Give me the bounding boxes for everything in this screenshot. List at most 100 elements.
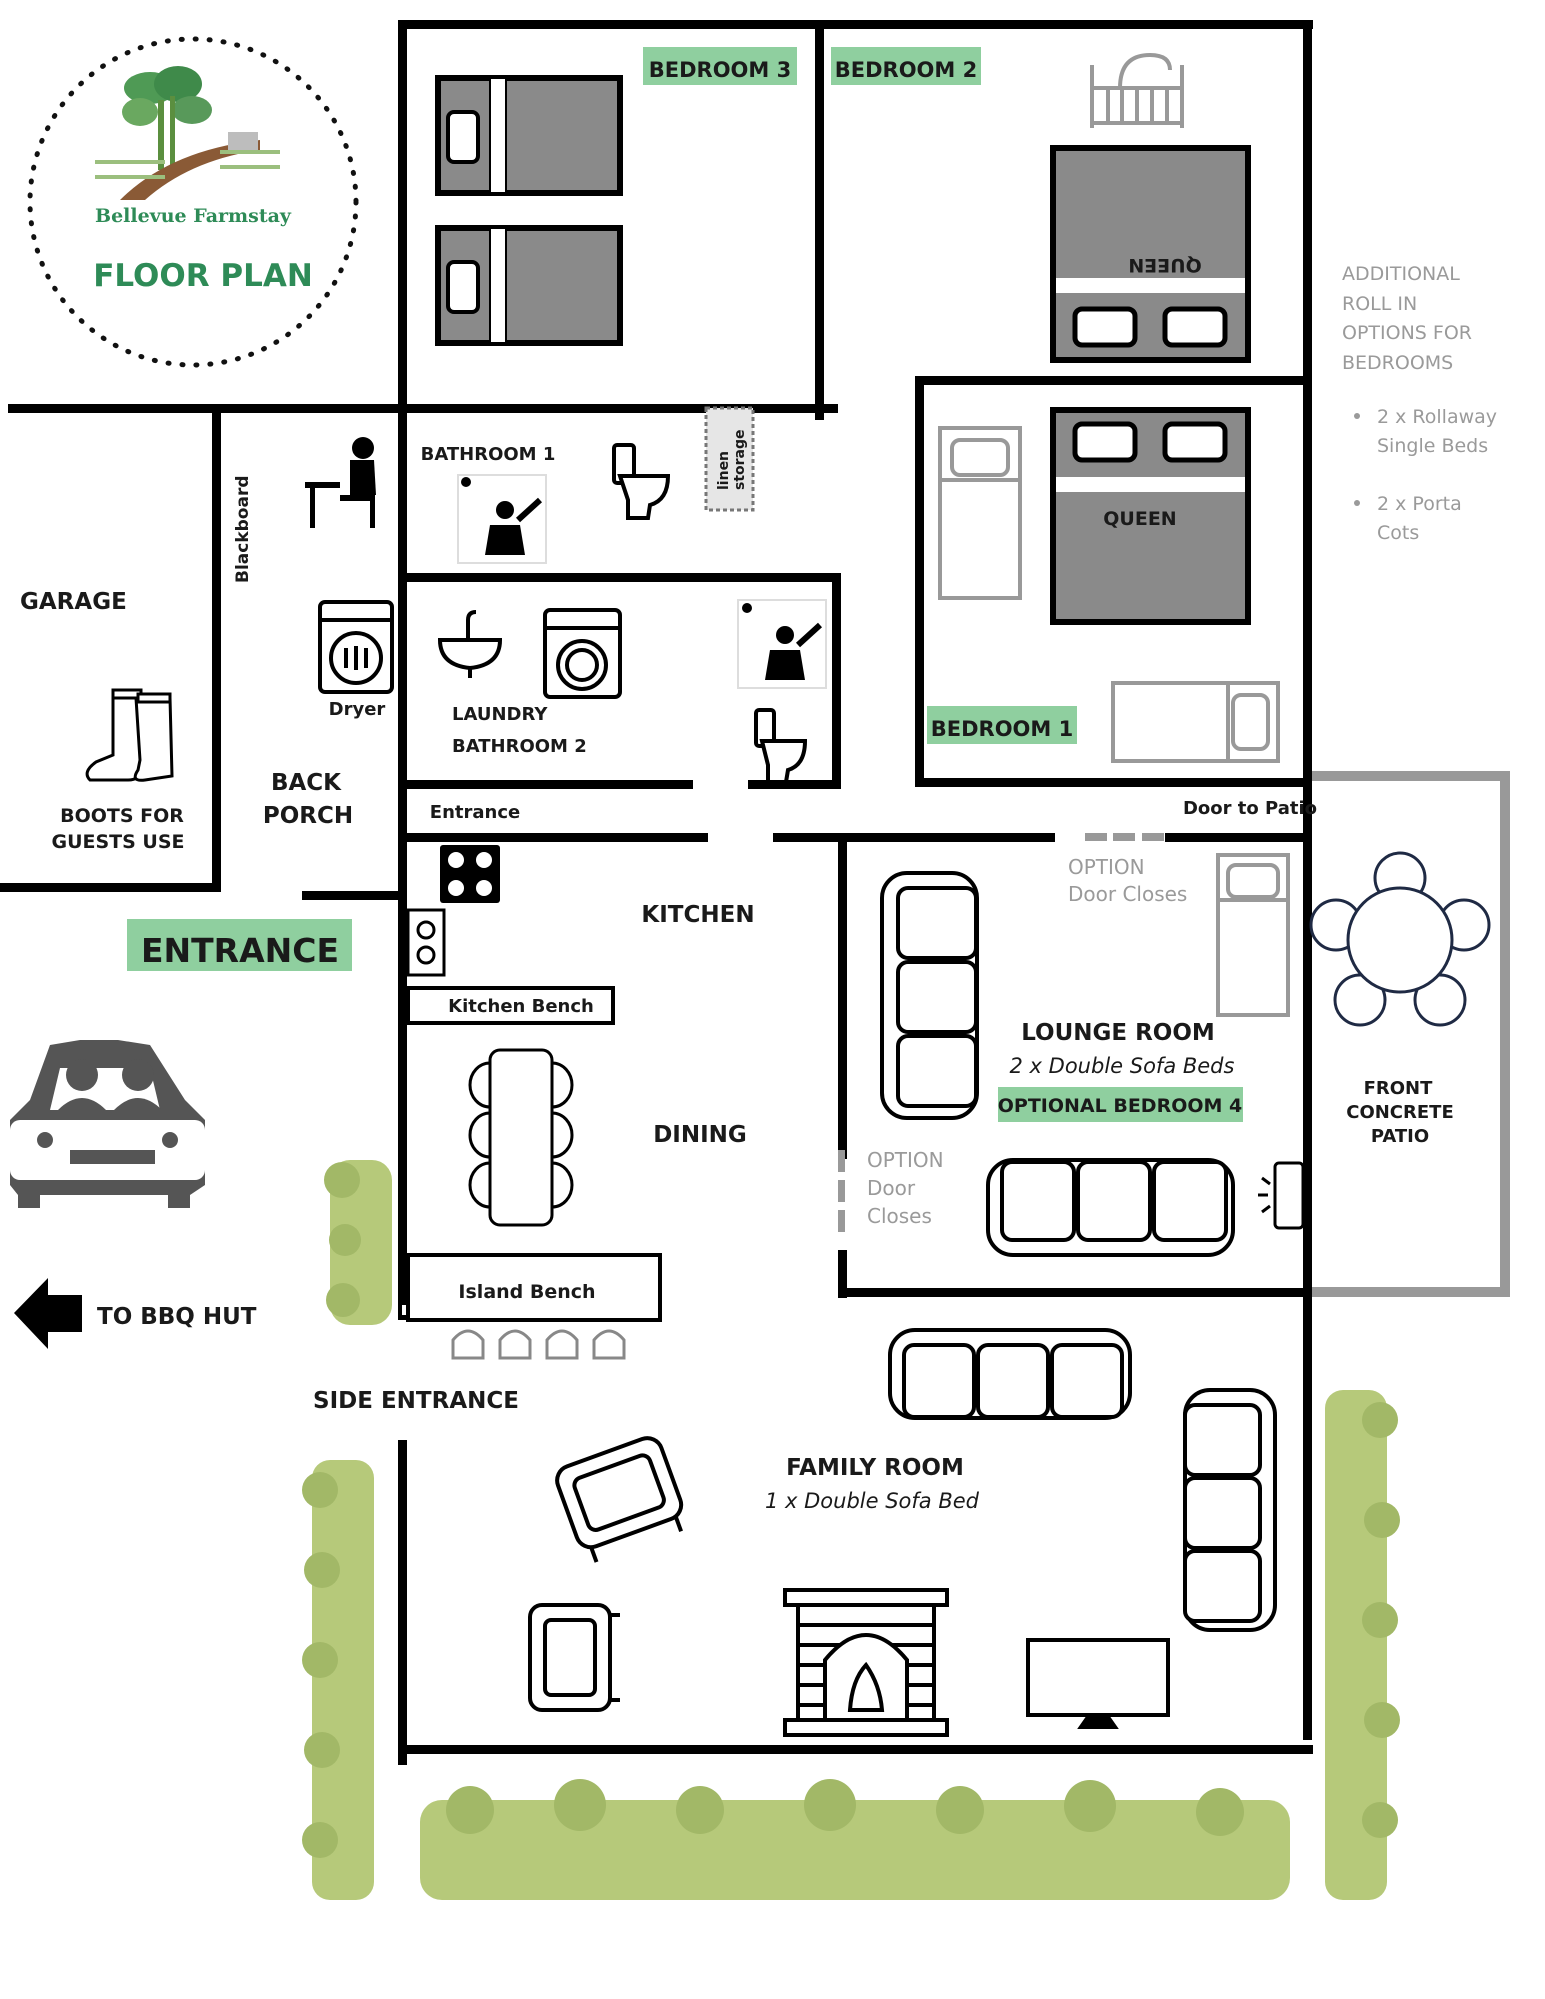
note-line-1: ADDITIONAL <box>1342 263 1460 285</box>
washing-machine-icon <box>543 608 622 699</box>
bedroom2-queen-bed: QUEEN <box>1050 145 1251 363</box>
bedroom1-label-bg <box>927 706 1077 744</box>
patio-label-1: FRONT <box>1364 1078 1434 1099</box>
kitchen-bench-label: Kitchen Bench <box>448 996 594 1017</box>
fireplace-icon <box>783 1588 949 1737</box>
walls <box>0 20 1313 1765</box>
linen-label: linen <box>716 451 732 490</box>
sofa-icon <box>986 1158 1235 1257</box>
dining-table-icon <box>468 1048 574 1227</box>
car-icon <box>10 1040 205 1208</box>
sofa-icon <box>1183 1388 1277 1632</box>
dryer-icon <box>318 600 394 694</box>
bedroom3-label-bg <box>643 47 797 85</box>
logo: Bellevue Farmstay FLOOR PLAN <box>27 36 359 368</box>
dining-label: DINING <box>653 1122 747 1148</box>
rollaway-bed-icon <box>1216 853 1290 1017</box>
bullet2-line2: Cots <box>1377 522 1419 544</box>
shower-icon <box>457 474 547 564</box>
option-label-1: OPTION <box>1068 855 1145 879</box>
bedroom3-beds <box>435 75 623 346</box>
back-porch-label-2: PORCH <box>263 803 353 829</box>
door-to-patio-label: Door to Patio <box>1183 798 1317 819</box>
additional-options-note: ADDITIONAL ROLL IN OPTIONS FOR BEDROOMS … <box>1342 263 1497 544</box>
family-room-label: FAMILY ROOM <box>786 1455 964 1481</box>
air-conditioner-icon <box>1258 1161 1305 1230</box>
tv-icon <box>1026 1638 1170 1729</box>
to-bbq-hut-label: TO BBQ HUT <box>97 1304 257 1330</box>
patio-label-2: CONCRETE <box>1346 1102 1454 1123</box>
bedroom3-label: BEDROOM 3 <box>649 58 791 82</box>
bedroom1-queen-bed: QUEEN <box>1050 407 1251 625</box>
blackboard-label: Blackboard <box>233 475 253 583</box>
person-at-desk-icon <box>305 437 376 528</box>
bedroom1-label: BEDROOM 1 <box>931 717 1073 741</box>
entrance-big-label: ENTRANCE <box>141 931 339 970</box>
brand-name: Bellevue Farmstay <box>95 205 292 227</box>
rollaway-bed-icon <box>1111 681 1280 763</box>
optional-bedroom-label-bg <box>998 1087 1243 1122</box>
toilet-icon <box>612 443 671 520</box>
bathroom1-label: BATHROOM 1 <box>421 444 556 465</box>
lounge-sofa-beds-note: 2 x Double Sofa Beds <box>1010 1054 1235 1078</box>
kitchen-label: KITCHEN <box>641 902 754 928</box>
armchair-icon <box>528 1603 620 1712</box>
bullet-icon <box>1354 500 1360 506</box>
entrance-small-label: Entrance <box>430 802 520 823</box>
cooktop-icon <box>440 845 500 903</box>
bathroom2-label: BATHROOM 2 <box>452 736 587 757</box>
linen-storage: linen storage <box>704 406 755 512</box>
bullet1-line2: Single Beds <box>1377 435 1488 457</box>
bullet-icon <box>1354 413 1360 419</box>
queen-label-bedroom2: QUEEN <box>1128 254 1201 276</box>
optional-bedroom-label: OPTIONAL BEDROOM 4 <box>998 1095 1243 1117</box>
laundry-label: LAUNDRY <box>452 704 548 725</box>
storage-label: storage <box>732 429 748 490</box>
shower-icon <box>737 599 827 689</box>
boots-label-2: GUESTS USE <box>51 831 184 853</box>
side-entrance-label: SIDE ENTRANCE <box>313 1388 519 1414</box>
cot-icon <box>1090 52 1184 128</box>
patio-table-icon <box>1309 851 1491 1027</box>
single-bed-2 <box>435 225 623 346</box>
bedroom2-label-bg <box>831 47 981 85</box>
armchair-icon <box>555 1436 684 1563</box>
logo-title: FLOOR PLAN <box>93 258 313 294</box>
single-bed-1 <box>435 75 623 196</box>
kitchen-bench: Kitchen Bench <box>406 986 615 1025</box>
hedges <box>302 1160 1400 1900</box>
rollaway-bed-icon <box>938 426 1022 600</box>
bullet1-line1: 2 x Rollaway <box>1377 406 1497 428</box>
note-line-4: BEDROOMS <box>1342 352 1453 374</box>
farm-logo-icon <box>95 66 280 200</box>
dryer-label: Dryer <box>329 699 386 720</box>
boots-label-1: BOOTS FOR <box>60 805 184 827</box>
patio-label-3: PATIO <box>1371 1126 1429 1147</box>
back-porch-label-1: BACK <box>271 770 342 796</box>
bedroom2-label: BEDROOM 2 <box>835 58 977 82</box>
family-sofa-bed-note: 1 x Double Sofa Bed <box>765 1489 980 1513</box>
entrance-label-bg <box>127 919 352 971</box>
note-line-2: ROLL IN <box>1342 293 1417 315</box>
sofa-icon <box>888 1328 1132 1420</box>
island-bench-label: Island Bench <box>458 1281 595 1303</box>
note-line-3: OPTIONS FOR <box>1342 322 1472 344</box>
kitchen-sink-icon <box>406 908 446 977</box>
garage-label: GARAGE <box>20 589 127 615</box>
toilet-icon <box>754 708 808 784</box>
bar-stools-icon <box>451 1329 626 1360</box>
patio-outline <box>1310 771 1510 1297</box>
island-bench: Island Bench <box>406 1253 662 1322</box>
sink-icon <box>437 610 503 678</box>
option-closes-label: Closes <box>867 1204 932 1228</box>
sofa-icon <box>880 871 979 1120</box>
option-doors <box>838 833 1164 1232</box>
lounge-room-label: LOUNGE ROOM <box>1021 1020 1215 1046</box>
option-label-2: OPTION <box>867 1148 944 1172</box>
bullet2-line1: 2 x Porta <box>1377 493 1462 515</box>
option-door-closes-label: Door Closes <box>1068 882 1187 906</box>
boots-icon <box>85 688 174 782</box>
option-door-label: Door <box>867 1176 916 1200</box>
queen-label-bedroom1: QUEEN <box>1103 508 1176 530</box>
